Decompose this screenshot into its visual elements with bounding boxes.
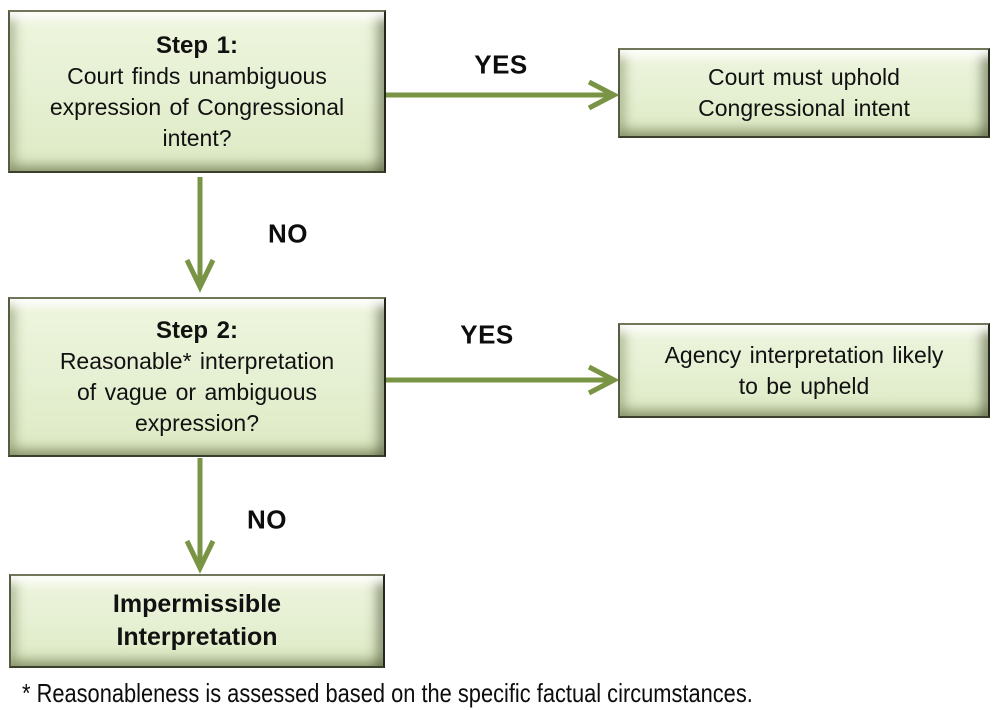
step2-box: Step 2: Reasonable* interpretation of va… <box>8 297 386 457</box>
step2-title: Step 2: <box>155 317 238 344</box>
step1-title: Step 1: <box>155 31 238 59</box>
result-line: Court must uphold <box>708 64 900 90</box>
step2-no-label: NO <box>247 504 287 535</box>
step2-no-arrow-down-icon <box>184 458 216 574</box>
result-line: Impermissible <box>112 590 282 618</box>
result-line: Congressional intent <box>698 95 910 121</box>
result-line: Agency interpretation likely <box>664 341 944 368</box>
impermissible-interpretation-box: Impermissible Interpretation <box>9 574 385 668</box>
step1-no-label: NO <box>268 218 308 249</box>
step1-line: intent? <box>162 124 232 151</box>
step2-line: Reasonable* interpretation <box>59 348 335 374</box>
step1-line: Court finds unambiguous <box>67 62 327 89</box>
step1-no-arrow-down-icon <box>184 177 216 293</box>
result-line: Interpretation <box>116 623 278 651</box>
reasonableness-footnote: * Reasonableness is assessed based on th… <box>22 678 753 708</box>
agency-interpretation-upheld-box: Agency interpretation likely to be uphel… <box>618 323 990 418</box>
step2-line: expression? <box>134 410 260 436</box>
result-line: to be upheld <box>738 372 870 399</box>
step1-yes-label: YES <box>474 49 528 80</box>
step2-yes-arrow-right-icon <box>386 364 620 396</box>
uphold-congressional-intent-box: Court must uphold Congressional intent <box>618 48 990 138</box>
step2-line: of vague or ambiguous <box>77 379 317 405</box>
step2-yes-label: YES <box>460 319 514 350</box>
step1-line: expression of Congressional <box>49 93 345 120</box>
step1-yes-arrow-right-icon <box>386 79 620 111</box>
step1-box: Step 1: Court finds unambiguous expressi… <box>8 10 386 173</box>
